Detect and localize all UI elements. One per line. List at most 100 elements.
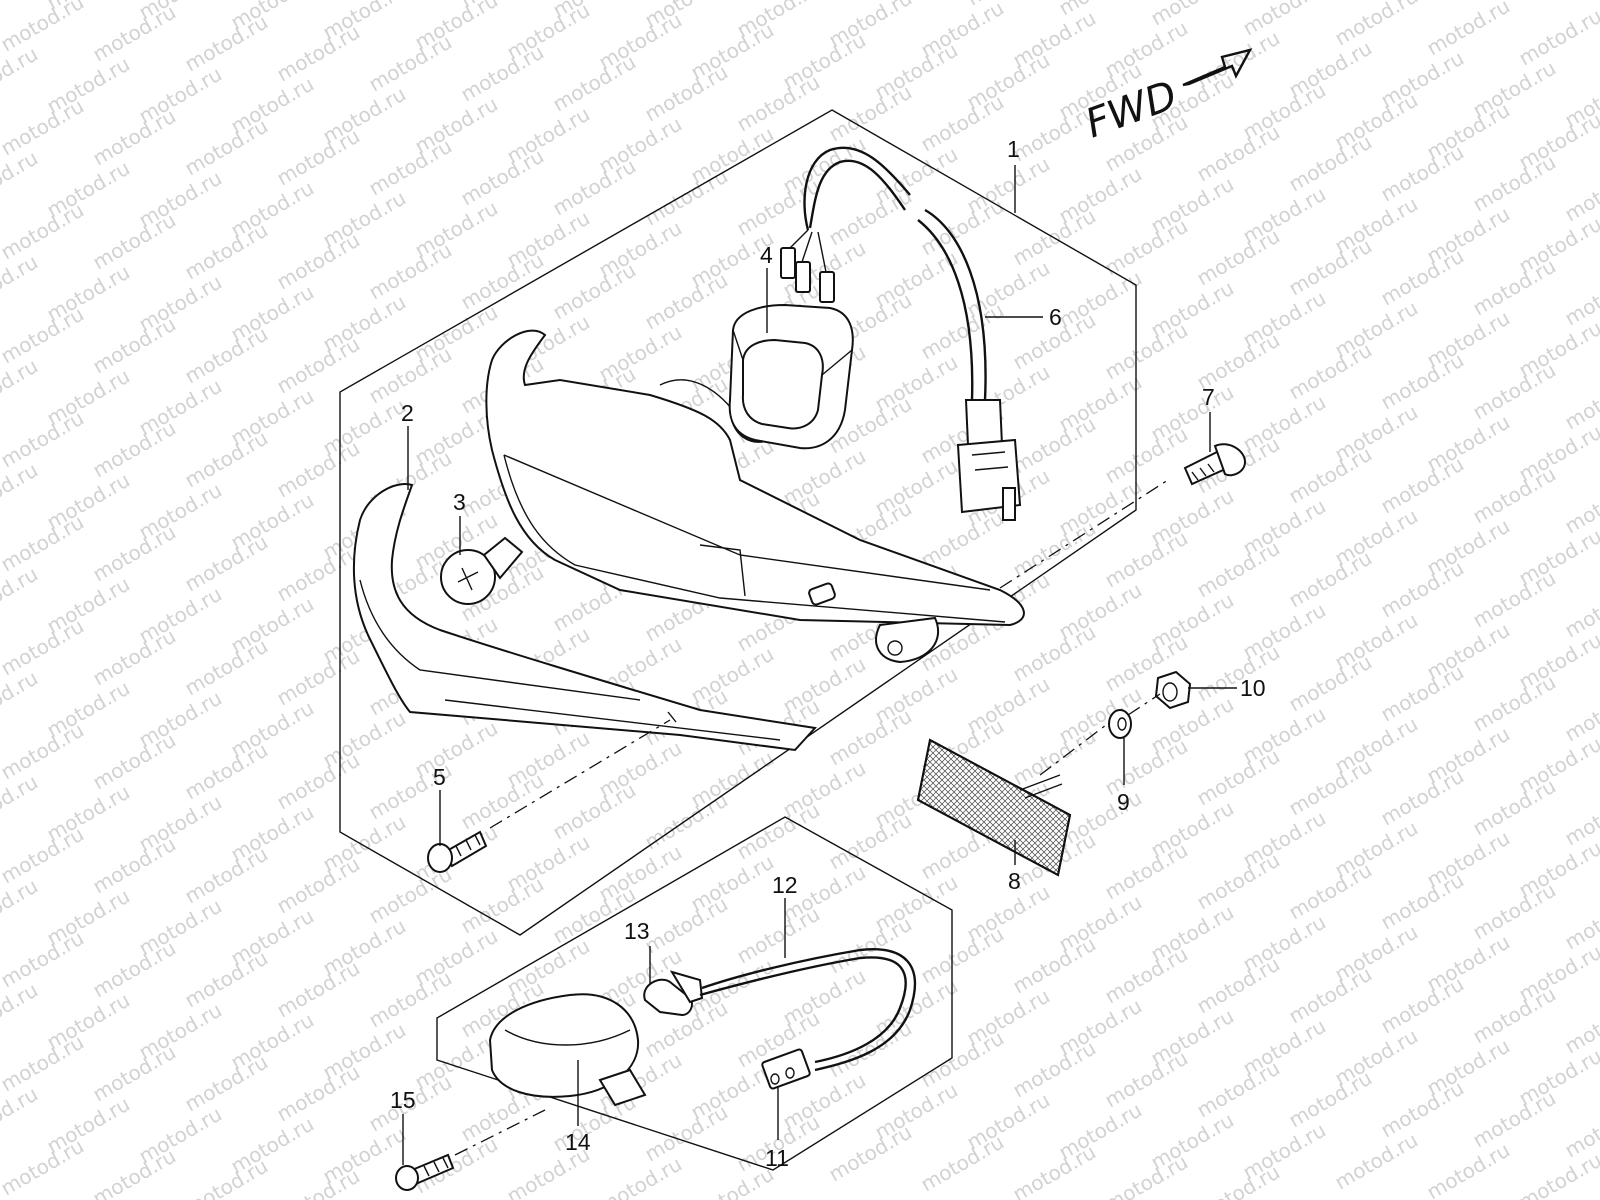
watermark-text: motod.ru: [365, 966, 456, 1033]
watermark-text: motod.ru: [181, 1050, 272, 1117]
watermark-text: motod.ru: [1147, 0, 1238, 30]
watermark-text: motod.ru: [1101, 734, 1192, 801]
watermark-text: motod.ru: [0, 302, 88, 369]
callout-8: 8: [1008, 868, 1021, 894]
watermark-text: motod.ru: [0, 1030, 88, 1097]
watermark-text: motod.ru: [457, 872, 548, 939]
watermark-text: motod.ru: [273, 124, 364, 191]
watermark-text: motod.ru: [1009, 620, 1100, 687]
watermark-text: motod.ru: [181, 738, 272, 805]
watermark-text: motod.ru: [1009, 1036, 1100, 1103]
watermark-text: motod.ru: [89, 208, 180, 275]
watermark-text: motod.ru: [917, 506, 1008, 573]
callout-3: 3: [453, 489, 466, 515]
watermark-text: motod.ru: [457, 40, 548, 107]
callout-7: 7: [1202, 384, 1215, 410]
watermark-text: motod.ru: [1193, 120, 1284, 187]
watermark-text: motod.ru: [1469, 774, 1560, 841]
watermark-text: motod.ru: [1285, 1066, 1376, 1133]
watermark-text: motod.ru: [1377, 764, 1468, 831]
callout-6: 6: [1049, 304, 1062, 330]
watermark-text: motod.ru: [1377, 1076, 1468, 1143]
watermark-text: motod.ru: [181, 426, 272, 493]
watermark-text: motod.ru: [0, 0, 88, 56]
watermark-text: motod.ru: [1469, 982, 1560, 1049]
watermark-text: motod.ru: [89, 1040, 180, 1107]
watermark-text: motod.ru: [1285, 754, 1376, 821]
watermark-text: motod.ru: [1193, 224, 1284, 291]
watermark-text: motod.ru: [917, 922, 1008, 989]
watermark-text: motod.ru: [1285, 546, 1376, 613]
callout-10: 10: [1240, 675, 1266, 701]
watermark-text: motod.ru: [181, 1154, 272, 1200]
kit-outline-side-lamp: [436, 816, 953, 1171]
screw-15-icon: [395, 1153, 455, 1191]
watermark-text: motod.ru: [1101, 214, 1192, 281]
watermark-text: motod.ru: [181, 218, 272, 285]
watermark-text: motod.ru: [1009, 412, 1100, 479]
callout-11: 11: [765, 1145, 789, 1171]
watermark-text: motod.ru: [1377, 556, 1468, 623]
watermark-text: motod.ru: [273, 644, 364, 711]
kit-outline-main: [339, 109, 1137, 936]
watermark-text: motod.ru: [0, 0, 42, 4]
side-lamp-wiring: [643, 948, 916, 1090]
watermark-text: motod.ru: [1423, 1138, 1514, 1200]
watermark-text: motod.ru: [1515, 1148, 1600, 1200]
watermark-text: motod.ru: [1377, 452, 1468, 519]
watermark-text: motod.ru: [273, 332, 364, 399]
watermark-text: motod.ru: [1009, 724, 1100, 791]
watermark-text: motod.ru: [89, 104, 180, 171]
watermark-text: motod.ru: [1469, 878, 1560, 945]
watermark-text: motod.ru: [89, 312, 180, 379]
watermark-text: motod.ru: [917, 298, 1008, 365]
watermark-text: motod.ru: [1193, 1056, 1284, 1123]
watermark-text: motod.ru: [1515, 4, 1600, 71]
watermark-text: motod.ru: [273, 1060, 364, 1127]
watermark-text: motod.ru: [1193, 952, 1284, 1019]
watermark-text: motod.ru: [181, 322, 272, 389]
watermark-text: motod.ru: [89, 832, 180, 899]
watermark-text: motod.ru: [549, 50, 640, 117]
watermark-text: motod.ru: [1469, 670, 1560, 737]
watermark-text: motod.ru: [1331, 1128, 1422, 1195]
watermark-text: motod.ru: [1101, 526, 1192, 593]
lamp-lens: [352, 483, 817, 752]
watermark-text: motod.ru: [825, 184, 916, 251]
watermark-text: motod.ru: [457, 144, 548, 211]
screw-7-icon: [1183, 443, 1247, 486]
watermark-text: motod.ru: [1239, 0, 1330, 40]
watermark-text: motod.ru: [1331, 0, 1422, 50]
watermark-text: motod.ru: [1285, 442, 1376, 509]
callout-4: 4: [760, 242, 773, 268]
watermark-text: motod.ru: [1285, 338, 1376, 405]
bulb-icon: [440, 536, 524, 605]
watermark-text: motod.ru: [89, 520, 180, 587]
watermark-text: motod.ru: [917, 90, 1008, 157]
watermark-text: motod.ru: [0, 822, 88, 889]
watermark-text: motod.ru: [273, 956, 364, 1023]
watermark-text: motod.ru: [0, 1134, 88, 1200]
callout-1: 1: [1007, 136, 1020, 162]
watermark-text: motod.ru: [1009, 516, 1100, 583]
watermark-text: motod.ru: [273, 852, 364, 919]
watermark-text: motod.ru: [641, 60, 732, 127]
watermark-text: motod.ru: [549, 154, 640, 221]
watermark-text: motod.ru: [273, 436, 364, 503]
watermark-text: motod.ru: [733, 70, 824, 137]
watermark-text: motod.ru: [1377, 972, 1468, 1039]
watermark-text: motod.ru: [0, 926, 88, 993]
callout-14: 14: [565, 1129, 591, 1155]
watermark-text: motod.ru: [641, 892, 732, 959]
watermark-text: motod.ru: [1193, 640, 1284, 707]
callout-13: 13: [624, 918, 650, 944]
reflector-plate: [916, 738, 1072, 877]
watermark-text: motod.ru: [1285, 130, 1376, 197]
side-marker-lamp: [488, 993, 647, 1107]
watermark-text: motod.ru: [825, 704, 916, 771]
watermark-text: motod.ru: [1285, 858, 1376, 925]
watermark-text: motod.ru: [1469, 150, 1560, 217]
watermark-text: motod.ru: [89, 936, 180, 1003]
callout-12: 12: [772, 872, 798, 898]
